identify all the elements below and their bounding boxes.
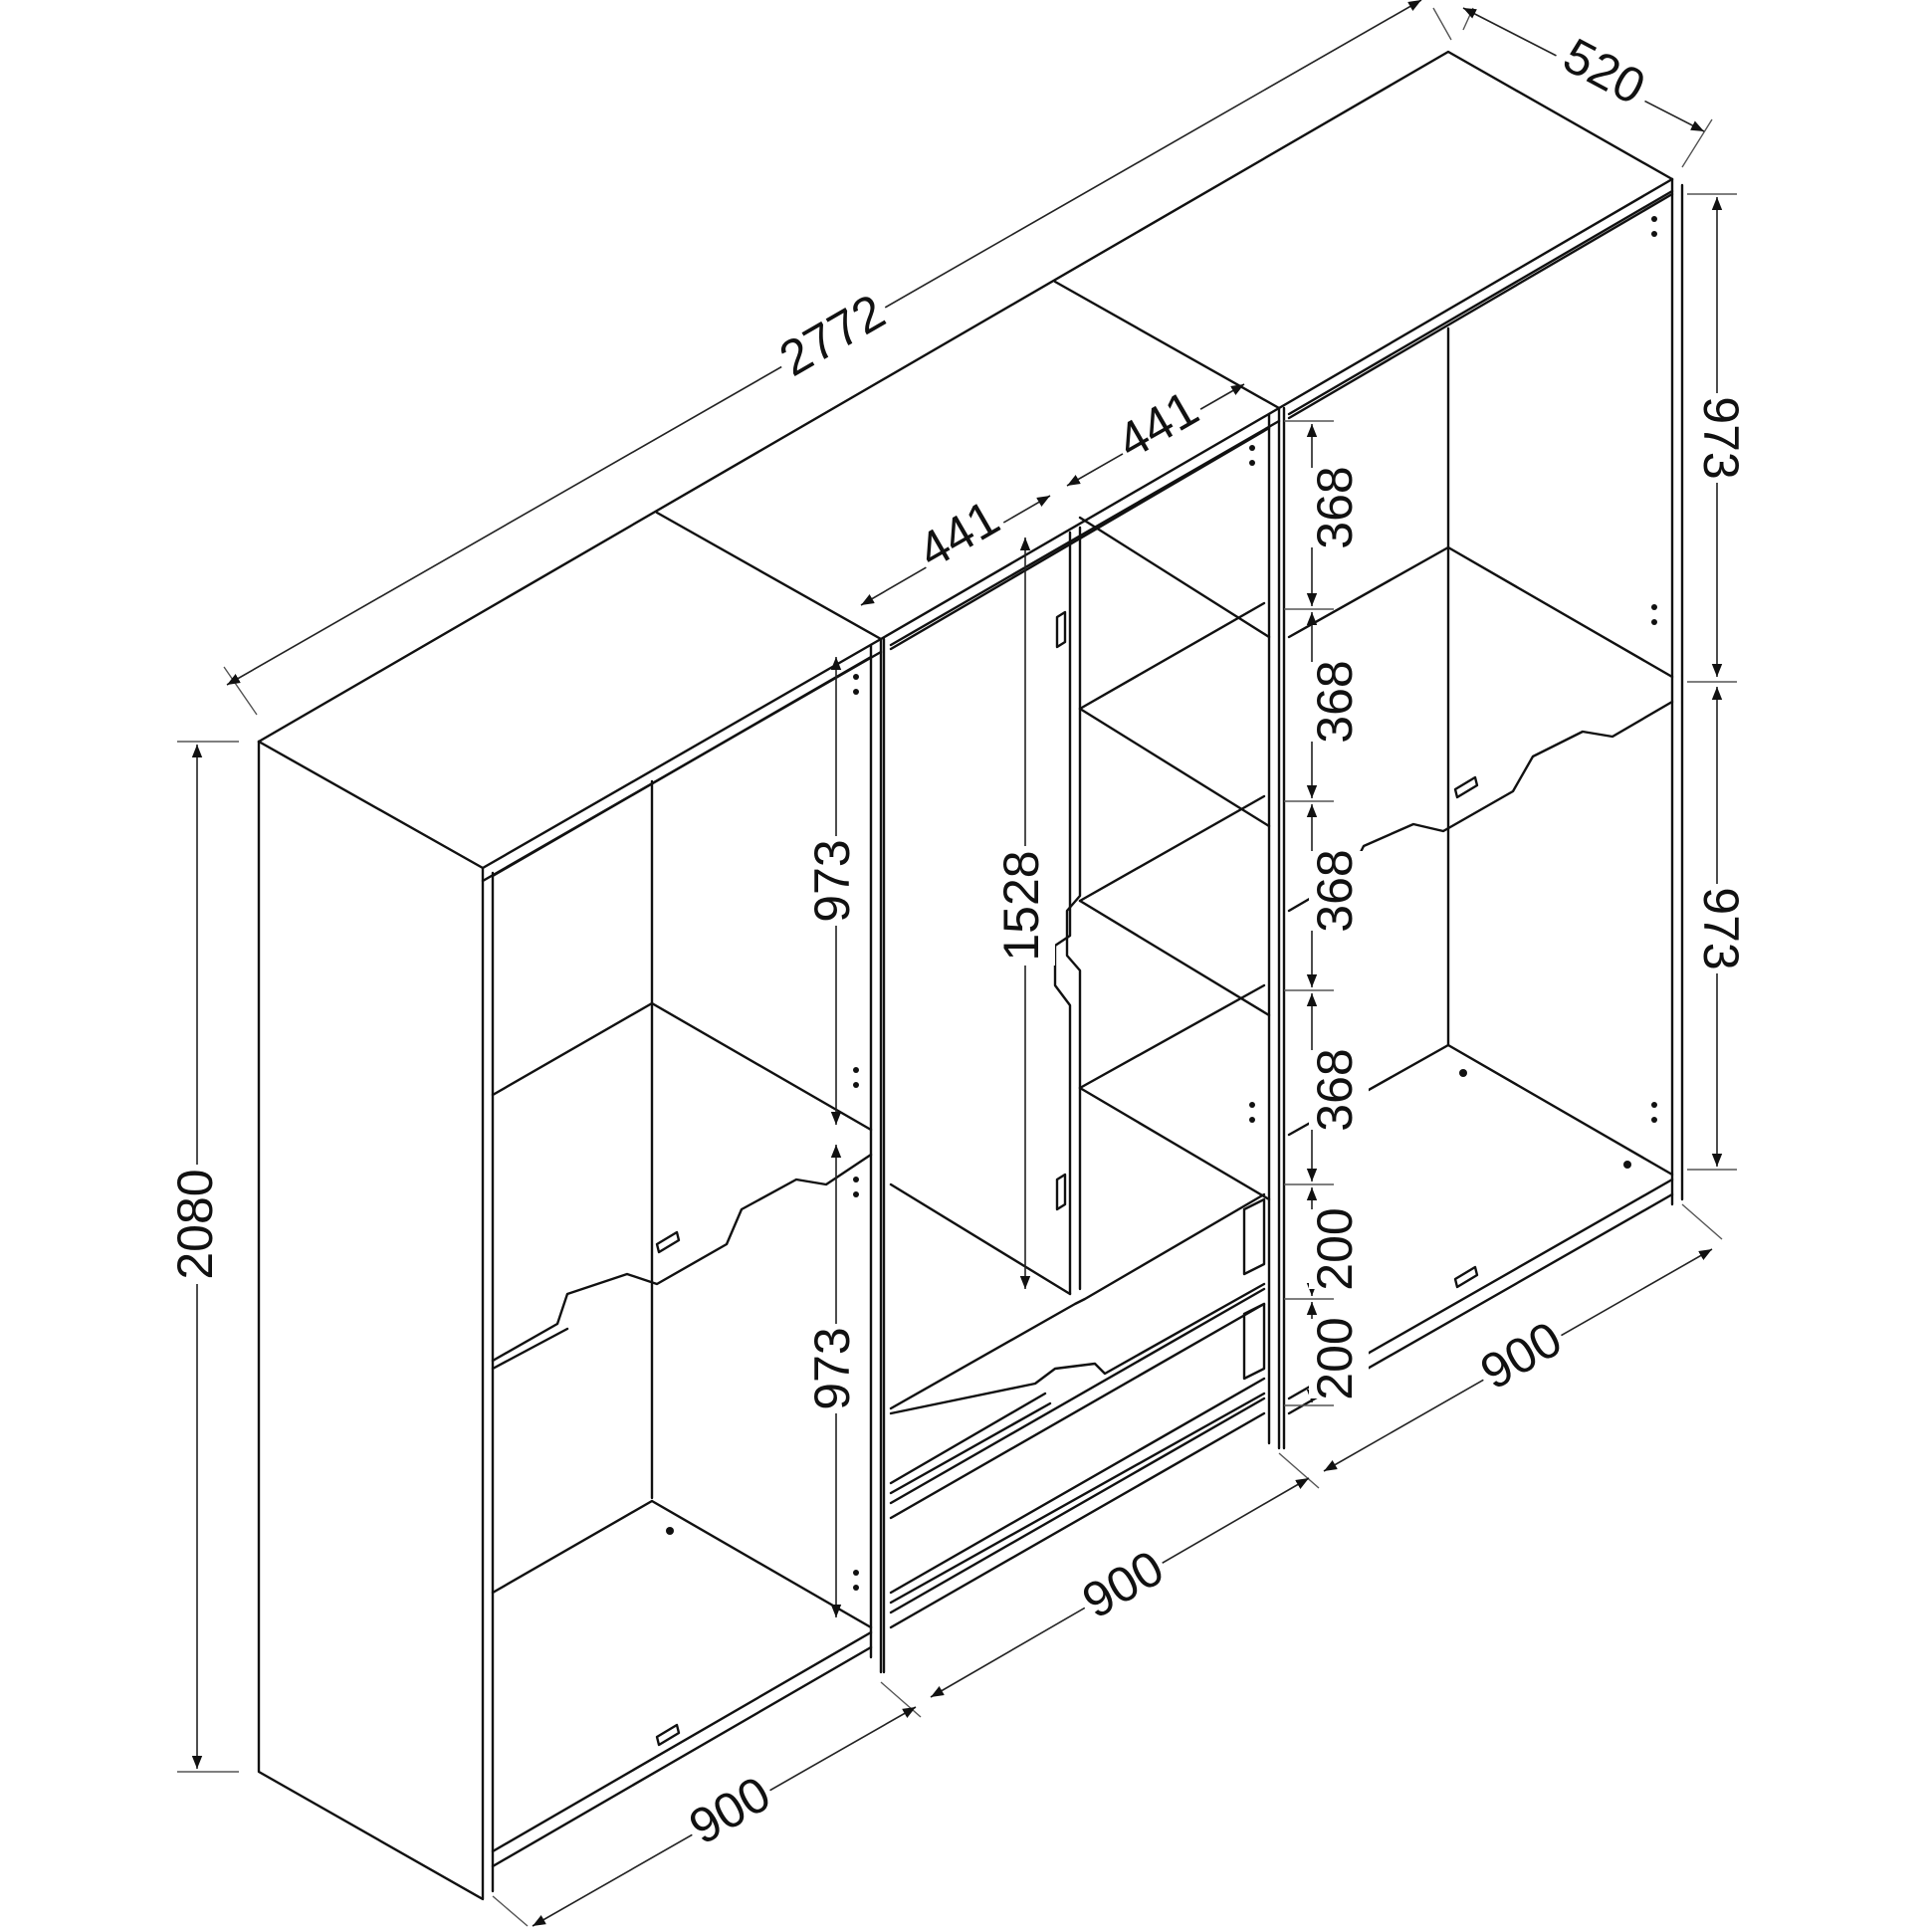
left-module	[257, 637, 883, 1901]
left-side-panel	[257, 740, 485, 1901]
middle-drawer-1-front	[889, 1392, 1052, 1495]
middle-shelf-3	[1078, 899, 1271, 1090]
middle-drawer-top	[889, 1192, 1266, 1410]
label-left-lower: 973	[804, 1327, 860, 1409]
label-door-height: 1528	[993, 850, 1049, 961]
label-shelf-3: 368	[1307, 849, 1363, 932]
middle-inner-back	[889, 1182, 1072, 1296]
label-door-width-a: 441	[909, 490, 1008, 579]
middle-handle-bottom	[1055, 1173, 1067, 1211]
label-drawer-2: 200	[1307, 1317, 1363, 1399]
label-left-upper: 973	[804, 839, 860, 922]
label-module-middle: 900	[1073, 1540, 1173, 1629]
left-back-top	[491, 655, 873, 878]
middle-drawer-2	[889, 1287, 1266, 1520]
label-shelf-4: 368	[1307, 1048, 1363, 1131]
right-handle-top	[1453, 775, 1479, 799]
left-door-cut	[491, 1153, 873, 1363]
left-handle-top	[655, 1230, 681, 1254]
middle-module	[882, 406, 1281, 1674]
middle-shelf-4	[1078, 1086, 1271, 1201]
left-bottom-shelf	[491, 1499, 873, 1629]
dimension-labels: 2772 520 2080 973 973 973 973 1528 441 4…	[167, 25, 1749, 1862]
label-shelf-1: 368	[1307, 466, 1363, 548]
left-plinth	[491, 1630, 873, 1868]
middle-shelf-2	[1078, 707, 1271, 903]
left-middle-shelf	[491, 1001, 873, 1132]
right-middle-shelf	[1287, 545, 1674, 679]
right-back-top	[1287, 192, 1674, 420]
left-front-right-post	[869, 637, 883, 1674]
label-door-width-b: 441	[1108, 380, 1207, 470]
label-drawer-1: 200	[1307, 1207, 1363, 1290]
label-right-upper: 973	[1693, 396, 1749, 479]
top-back-edge	[257, 50, 1674, 744]
right-handle-bottom	[1453, 1265, 1479, 1289]
label-height: 2080	[167, 1169, 223, 1279]
top-divider-left	[655, 511, 883, 641]
cabinet-outline	[257, 50, 1674, 883]
label-module-right: 900	[1471, 1311, 1571, 1400]
middle-drawer-slides	[1242, 1197, 1266, 1381]
left-handle-bottom	[655, 1723, 681, 1747]
label-shelf-2: 368	[1307, 660, 1363, 743]
right-side-panel	[1670, 177, 1684, 1206]
label-module-left: 900	[680, 1766, 779, 1855]
left-door-bottom	[491, 1327, 569, 1371]
middle-handle-top	[1055, 610, 1067, 649]
middle-right-post	[1267, 406, 1281, 1450]
middle-drawer-1	[889, 1282, 1266, 1415]
middle-shelf-1	[1078, 516, 1271, 711]
label-right-lower: 973	[1693, 887, 1749, 969]
middle-door-edge	[1065, 526, 1082, 1291]
